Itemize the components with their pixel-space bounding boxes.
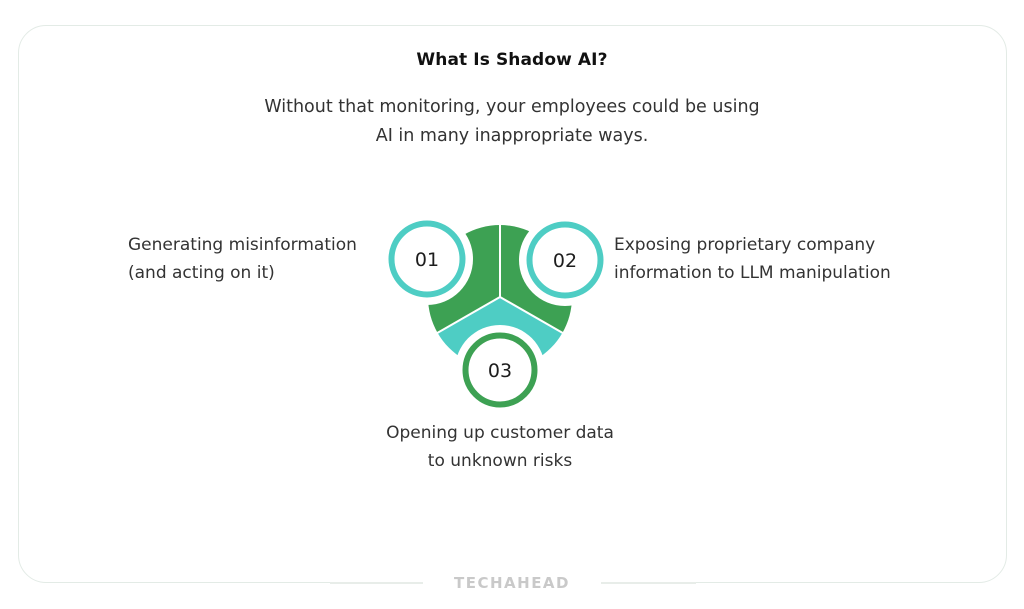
three-part-disc-diagram: 01 02 03 (388, 220, 604, 408)
subtitle-line-2: AI in many inappropriate ways. (375, 126, 649, 146)
item-01-line-1: Generating misinformation (128, 235, 357, 255)
badge-01: 01 (388, 220, 466, 298)
item-02-label: Exposing proprietary company information… (614, 231, 891, 287)
badge-02-number: 02 (553, 250, 577, 272)
footer-divider-left (330, 582, 423, 584)
subtitle: Without that monitoring, your employees … (212, 93, 812, 151)
item-01-line-2: (and acting on it) (128, 263, 275, 283)
badge-03: 03 (462, 332, 538, 408)
subtitle-line-1: Without that monitoring, your employees … (264, 97, 760, 117)
badge-01-number: 01 (415, 249, 439, 271)
item-02-line-2: information to LLM manipulation (614, 263, 891, 283)
page-title: What Is Shadow AI? (416, 50, 608, 70)
brand-logo: TECHAHEAD (453, 574, 570, 592)
item-03-label: Opening up customer data to unknown risk… (350, 419, 650, 475)
item-03-line-1: Opening up customer data (386, 423, 614, 443)
badge-03-number: 03 (488, 360, 512, 382)
item-03-line-2: to unknown risks (427, 451, 573, 471)
footer-divider-right (601, 582, 696, 584)
item-02-line-1: Exposing proprietary company (614, 235, 876, 255)
footer-backdrop (423, 572, 601, 596)
item-01-label: Generating misinformation (and acting on… (128, 231, 357, 287)
badge-02: 02 (526, 221, 604, 299)
